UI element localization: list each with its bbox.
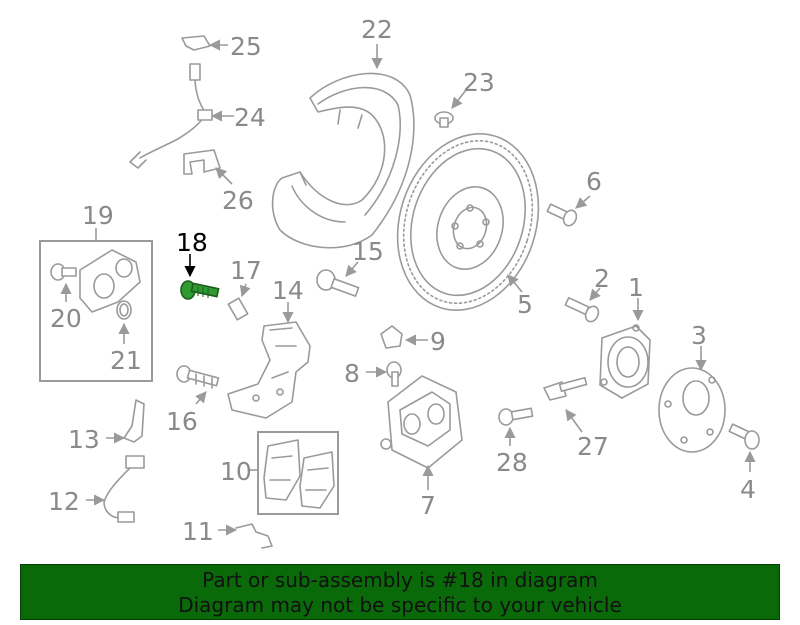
callout-18: 18 xyxy=(176,228,208,257)
callout-24: 24 xyxy=(234,103,266,132)
callout-26: 26 xyxy=(222,186,254,215)
part-14-caliper-bracket xyxy=(227,321,311,419)
part-8-bleeder xyxy=(386,361,402,387)
leader-5 xyxy=(507,274,523,293)
callout-23: 23 xyxy=(463,68,495,97)
group-10-box xyxy=(257,431,339,515)
leader-2 xyxy=(589,287,601,301)
leader-17 xyxy=(239,283,251,298)
callout-28: 28 xyxy=(496,448,528,477)
callout-5: 5 xyxy=(517,290,533,319)
callout-16: 16 xyxy=(166,407,198,436)
part-21-seal xyxy=(116,300,132,320)
part-18-bolt-highlighted xyxy=(180,280,220,300)
part-3-hub xyxy=(658,367,726,453)
callout-25: 25 xyxy=(230,32,262,61)
banner-line-1: Part or sub-assembly is #18 in diagram xyxy=(202,568,598,592)
callout-14: 14 xyxy=(272,276,304,305)
part-26-bracket xyxy=(183,149,221,175)
part-10-brake-pads xyxy=(263,439,335,509)
part-25-clip xyxy=(181,35,211,51)
part-7-caliper xyxy=(380,375,463,469)
part-13-bracket xyxy=(123,399,145,443)
callout-15: 15 xyxy=(352,237,384,266)
callout-11: 11 xyxy=(182,517,214,546)
callout-7: 7 xyxy=(420,491,436,520)
callout-27: 27 xyxy=(577,432,609,461)
callout-10: 10 xyxy=(220,457,252,486)
part-16-guide-bolt xyxy=(176,365,220,389)
part-19-caliper-assembly xyxy=(79,249,141,313)
part-5-brake-rotor xyxy=(396,133,540,311)
leader-15 xyxy=(345,261,359,277)
part-15-bolt xyxy=(316,269,360,297)
callout-2: 2 xyxy=(594,264,610,293)
callout-8: 8 xyxy=(344,359,360,388)
part-info-banner: Part or sub-assembly is #18 in diagram D… xyxy=(20,564,780,620)
callout-17: 17 xyxy=(230,256,262,285)
part-1-wheel-bearing xyxy=(599,324,651,399)
leader-6 xyxy=(575,195,591,209)
leader-26 xyxy=(215,167,233,185)
callout-4: 4 xyxy=(740,475,756,504)
callout-19: 19 xyxy=(82,201,114,230)
part-17-guide-pin xyxy=(227,297,249,321)
callout-3: 3 xyxy=(691,321,707,350)
part-4-stud xyxy=(728,423,760,450)
leader-16 xyxy=(195,391,207,405)
part-12-wear-sensor xyxy=(103,455,145,523)
part-9-cap xyxy=(380,325,403,349)
callout-1: 1 xyxy=(628,273,644,302)
part-28-bolt xyxy=(498,407,534,426)
leader-27 xyxy=(565,409,583,433)
callout-13: 13 xyxy=(68,425,100,454)
callout-12: 12 xyxy=(48,487,80,516)
part-23-screw xyxy=(434,111,454,128)
part-11-spring-clip xyxy=(235,523,273,549)
callout-22: 22 xyxy=(361,15,393,44)
callout-20: 20 xyxy=(50,304,82,333)
part-22-dust-shield xyxy=(271,72,415,249)
part-27-bracket xyxy=(543,376,588,401)
callout-6: 6 xyxy=(586,167,602,196)
part-6-bolt xyxy=(546,203,578,227)
callout-9: 9 xyxy=(430,327,446,356)
banner-line-2: Diagram may not be specific to your vehi… xyxy=(178,593,622,617)
leader-23 xyxy=(451,89,467,109)
callout-21: 21 xyxy=(110,346,142,375)
part-20-bolt xyxy=(50,263,77,281)
part-2-bolt xyxy=(564,296,600,323)
